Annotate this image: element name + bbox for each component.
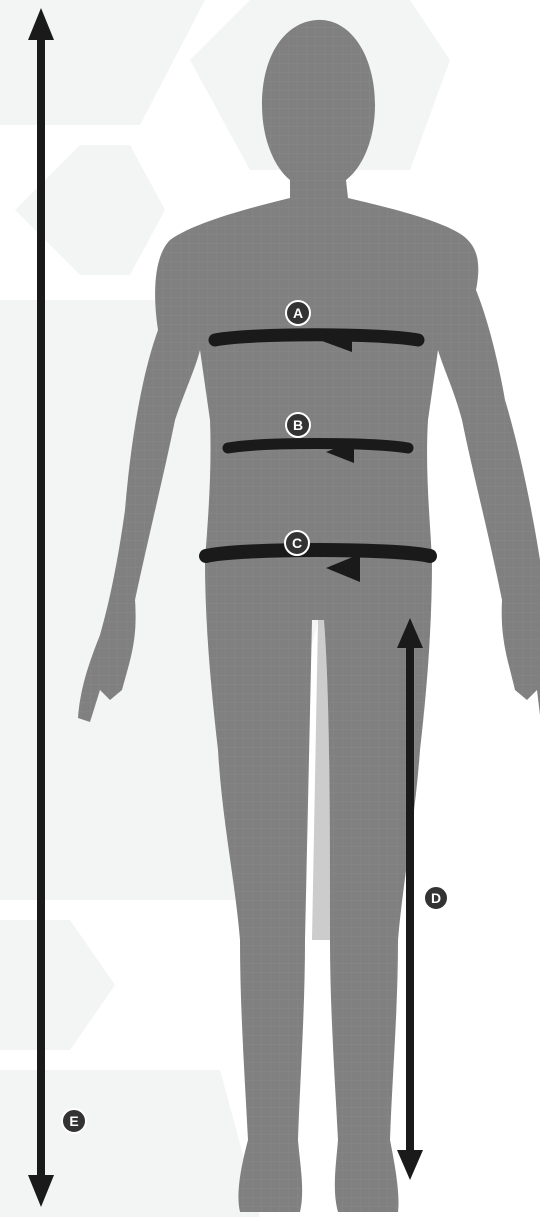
hexagon-shape	[0, 920, 115, 1050]
marker-d-label: D	[431, 890, 441, 906]
marker-e-label: E	[69, 1113, 78, 1129]
marker-e: E	[62, 1109, 86, 1133]
waist-band	[228, 444, 408, 449]
marker-a-label: A	[293, 305, 303, 321]
marker-a: A	[286, 301, 310, 325]
inseam-arrowhead-bottom	[397, 1150, 423, 1180]
marker-b: B	[286, 413, 310, 437]
marker-b-label: B	[293, 417, 303, 433]
marker-c: C	[285, 531, 309, 555]
chest-band	[215, 335, 418, 340]
marker-d: D	[424, 886, 448, 910]
hexagon-shape	[0, 0, 205, 125]
hip-band	[206, 550, 430, 556]
marker-c-label: C	[292, 535, 302, 551]
